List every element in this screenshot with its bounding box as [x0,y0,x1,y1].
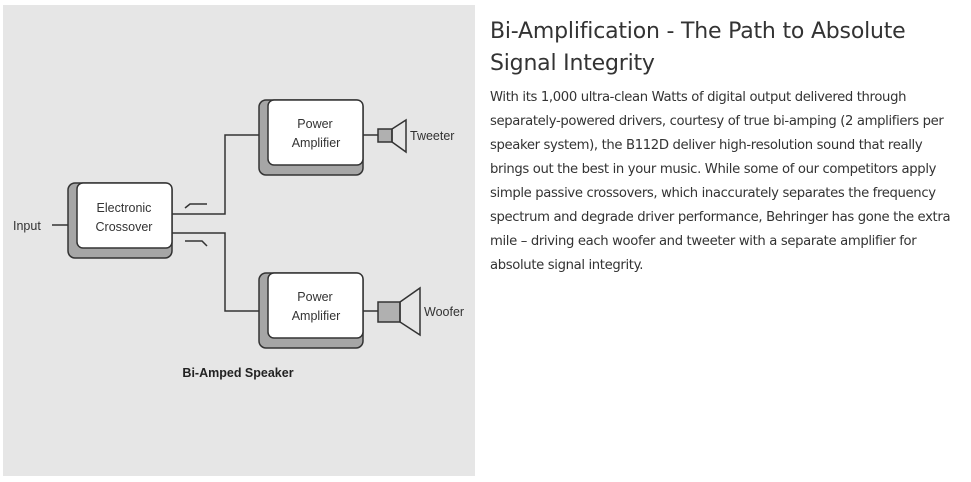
crossover-box [67,182,173,259]
article-title: Bi-Amplification - The Path to Absolute … [490,19,906,76]
low-wire [172,232,259,312]
tweeter-label: Tweeter [410,129,454,143]
crossover-label-2: Crossover [96,220,153,234]
woofer-amp-label-1: Power [297,290,332,304]
high-wire [172,134,259,215]
woofer-amp-box [258,272,364,349]
woofer-label: Woofer [424,305,464,319]
lowpass-symbol [185,240,208,247]
crossover-label-1: Electronic [97,201,152,215]
woofer-amp-label-2: Amplifier [292,309,341,323]
input-label: Input [13,219,41,233]
tweeter-amp-label-1: Power [297,117,332,131]
article: Bi-Amplification - The Path to Absolute … [490,16,965,278]
diagram-caption: Bi-Amped Speaker [182,366,293,380]
tweeter-icon [377,118,407,154]
tweeter-amp-label-2: Amplifier [292,136,341,150]
woofer-icon [377,286,421,337]
tweeter-amp-box [258,99,364,176]
article-body: With its 1,000 ultra-clean Watts of digi… [490,90,951,273]
highpass-symbol [184,203,207,209]
